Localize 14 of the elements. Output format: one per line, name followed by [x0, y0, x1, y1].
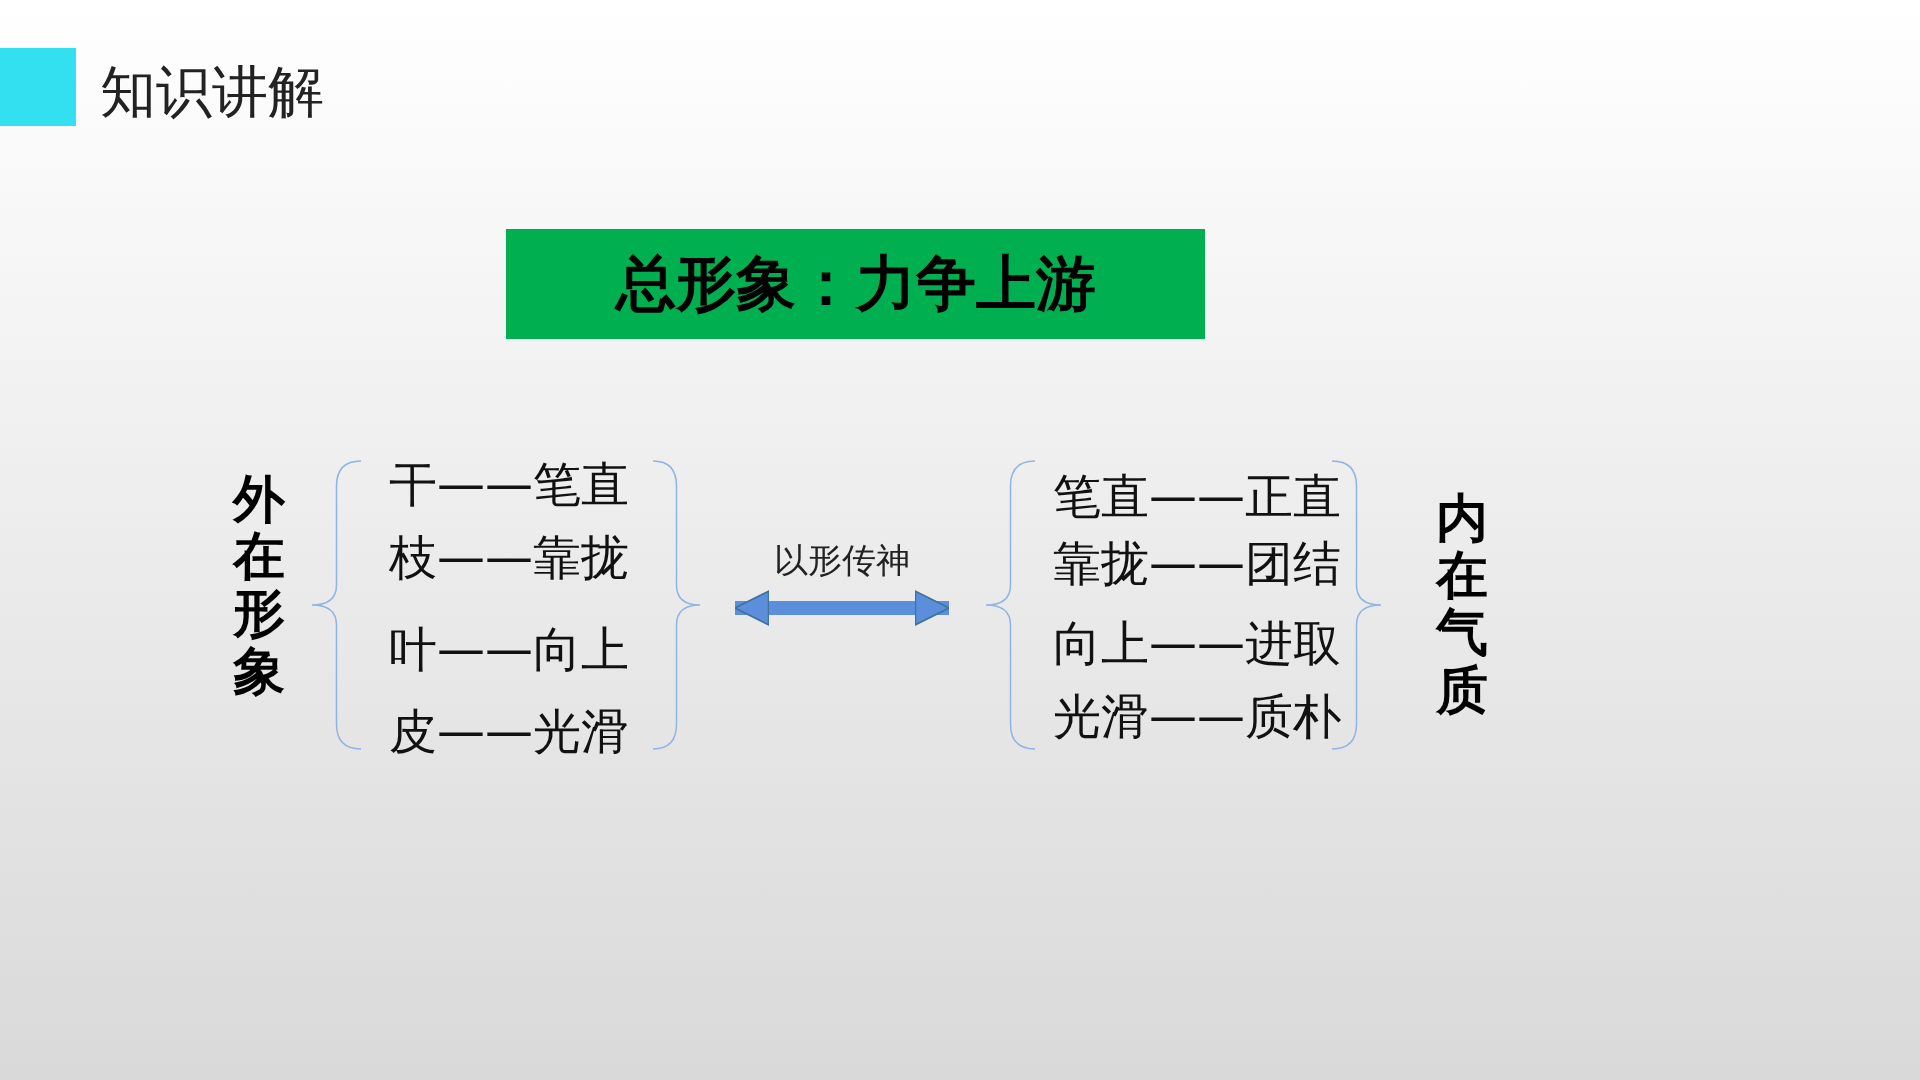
pairing-text: 枝——靠拢 [389, 529, 629, 585]
pairing-text: 光滑——质朴 [1053, 688, 1341, 744]
slide-title: 知识讲解 [100, 58, 324, 126]
heading-text: 总形象：力争上游 [615, 246, 1096, 320]
group-heading: 外在形象 [233, 471, 285, 700]
pairing-text: 靠拢——团结 [1053, 535, 1341, 591]
pairing-text: 皮——光滑 [389, 703, 629, 759]
heading-box [506, 229, 1205, 339]
pairing-text: 叶——向上 [389, 621, 629, 677]
pairing-text: 向上——进取 [1053, 615, 1341, 671]
pairing-text: 笔直——正直 [1053, 468, 1341, 524]
edge-label: 以形传神 [773, 539, 911, 582]
group-heading: 内在气质 [1436, 490, 1488, 719]
pairing-text: 干——笔直 [389, 456, 629, 512]
